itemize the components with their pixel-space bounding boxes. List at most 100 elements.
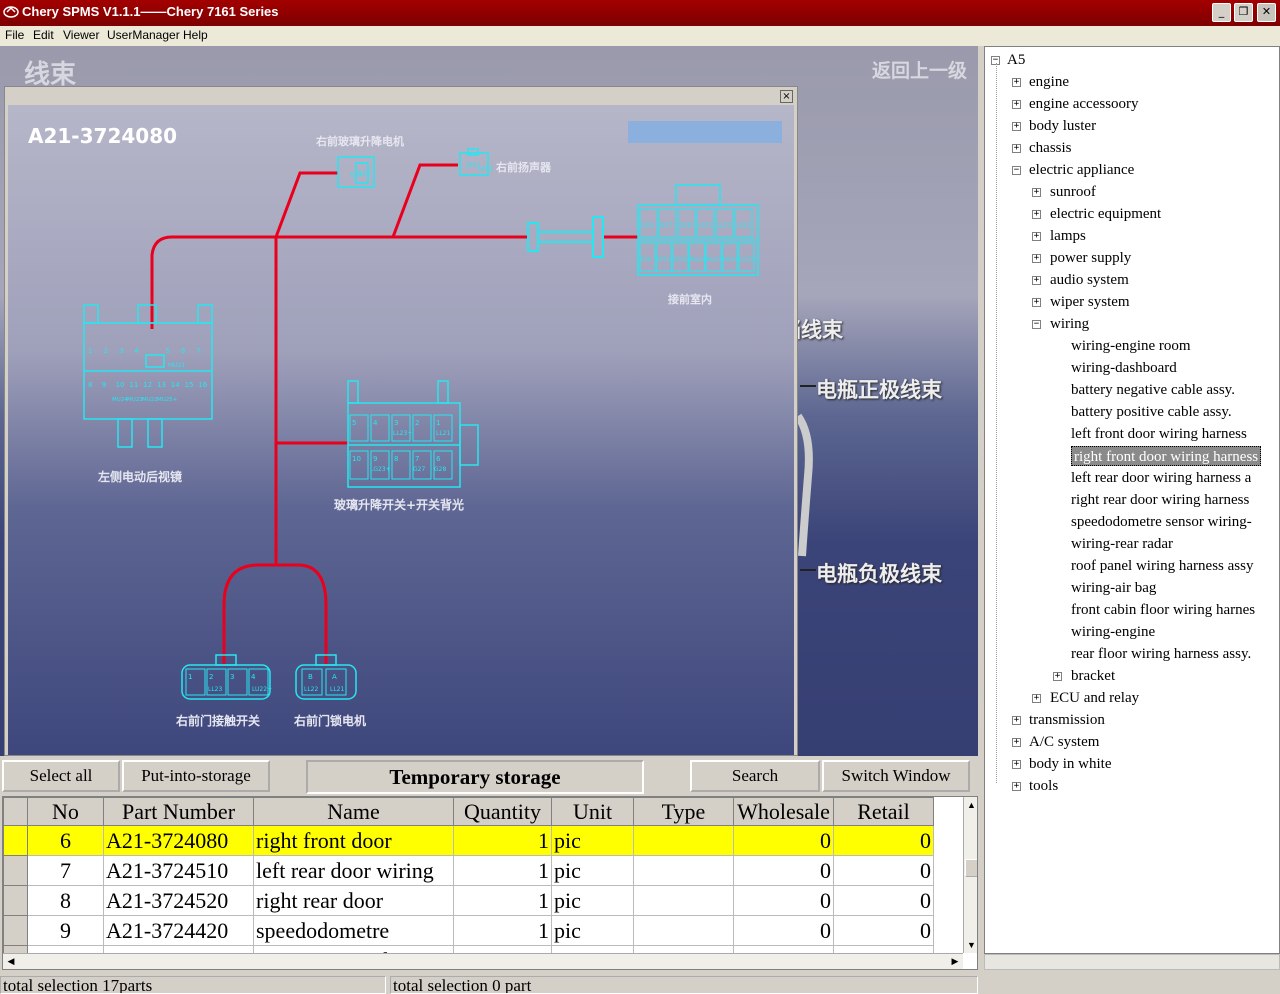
column-header-no[interactable]: No [27,797,104,826]
cell-no[interactable]: 9 [27,915,104,946]
tree-node-audio-system[interactable]: audio system [1050,272,1129,288]
column-header-quantity[interactable]: Quantity [453,797,552,826]
row-header-cell[interactable] [3,855,28,886]
scroll-thumb[interactable] [965,859,977,877]
cell-no[interactable]: 6 [27,825,104,856]
cell-retail[interactable]: 0 [833,855,934,886]
tree-node-wiper-system[interactable]: wiper system [1050,294,1130,310]
title-bar[interactable]: Chery SPMS V1.1.1——Chery 7161 Series _ ❐… [0,0,1280,26]
cell-quantity[interactable]: 1 [453,885,552,916]
column-header-wholesale[interactable]: Wholesale [733,797,834,826]
diagram-window[interactable]: × A21-3724080 [4,86,798,756]
cell-unit[interactable]: pic [551,885,634,916]
cell-part-number[interactable]: A21-3724520 [103,885,254,916]
tree-node-left-rear-door-wiring-harness-a[interactable]: left rear door wiring harness a [1071,470,1252,486]
cell-wholesale[interactable]: 0 [733,915,834,946]
tree-expand-icon[interactable]: + [1012,143,1021,153]
tree-node-body-luster[interactable]: body luster [1029,118,1097,134]
tree-node-wiring-engine[interactable]: wiring-engine [1071,624,1156,640]
tree-expand-icon[interactable]: + [1012,77,1021,87]
popup-close-button[interactable]: × [780,90,793,103]
tree-node-right-front-door-wiring-harness[interactable]: right front door wiring harness [1071,446,1262,466]
scroll-up-arrow-icon[interactable]: ▲ [967,800,976,810]
cell-name[interactable]: right front door [253,825,454,856]
cell-name[interactable]: right rear door [253,885,454,916]
tree-node-a-c-system[interactable]: A/C system [1029,734,1100,750]
put-into-storage-button[interactable]: Put-into-storage [122,760,270,792]
menu-help[interactable]: Help [183,28,208,42]
cell-unit[interactable]: pic [551,825,634,856]
cell-retail[interactable]: 0 [833,825,934,856]
tree-node-tools[interactable]: tools [1029,778,1059,794]
parts-tree[interactable]: −A5+engine+engine accessoory+body luster… [984,46,1280,954]
tree-expand-icon[interactable]: + [1032,693,1041,703]
tree-horizontal-scrollbar[interactable] [984,954,1280,970]
maximize-button[interactable]: ❐ [1234,3,1253,22]
tree-node-left-front-door-wiring-harness[interactable]: left front door wiring harness [1071,426,1247,442]
cell-part-number[interactable]: A21-3724420 [103,915,254,946]
tree-collapse-icon[interactable]: − [991,55,1000,65]
tree-node-bracket[interactable]: bracket [1071,668,1116,684]
tree-node-engine[interactable]: engine [1029,74,1069,90]
tree-node-root[interactable]: A5 [1007,52,1026,68]
tree-node-battery-negative-cable-assy[interactable]: battery negative cable assy. [1071,382,1235,398]
cell-type[interactable] [633,885,734,916]
cell-no[interactable]: 8 [27,885,104,916]
tree-expand-icon[interactable]: + [1032,275,1041,285]
cell-wholesale[interactable]: 0 [733,885,834,916]
minimize-button[interactable]: _ [1212,3,1231,22]
cell-unit[interactable]: pic [551,855,634,886]
tree-collapse-icon[interactable]: − [1012,165,1021,175]
tree-expand-icon[interactable]: + [1012,781,1021,791]
tree-expand-icon[interactable]: + [1032,231,1041,241]
cell-unit[interactable]: pic [551,915,634,946]
menu-file[interactable]: File [5,28,25,42]
tree-node-sunroof[interactable]: sunroof [1050,184,1096,200]
tree-node-ecu-and-relay[interactable]: ECU and relay [1050,690,1140,706]
tree-expand-icon[interactable]: + [1032,187,1041,197]
scroll-left-arrow-icon[interactable]: ◀ [7,956,15,966]
cell-part-number[interactable]: A21-3724080 [103,825,254,856]
tree-collapse-icon[interactable]: − [1032,319,1041,329]
column-header-type[interactable]: Type [633,797,734,826]
cell-part-number[interactable]: A21-3724510 [103,855,254,886]
tree-node-wiring[interactable]: wiring [1050,316,1090,332]
scroll-down-arrow-icon[interactable]: ▼ [967,940,976,950]
tree-node-engine-accessoory[interactable]: engine accessoory [1029,96,1139,112]
cell-retail[interactable]: 0 [833,915,934,946]
column-header-retail[interactable]: Retail [833,797,934,826]
back-link[interactable]: 返回上一级 [872,60,968,82]
tree-node-right-rear-door-wiring-harness[interactable]: right rear door wiring harness [1071,492,1250,508]
battery-positive-label[interactable]: 电瓶正极线束 [816,378,942,402]
row-header-cell[interactable] [3,825,28,856]
scroll-right-arrow-icon[interactable]: ▶ [951,956,959,966]
tree-expand-icon[interactable]: + [1032,253,1041,263]
cell-quantity[interactable]: 1 [453,855,552,886]
cell-type[interactable] [633,855,734,886]
cell-quantity[interactable]: 1 [453,915,552,946]
cell-type[interactable] [633,825,734,856]
tree-expand-icon[interactable]: + [1032,209,1041,219]
column-header-name[interactable]: Name [253,797,454,826]
tree-node-wiring-rear-radar[interactable]: wiring-rear radar [1071,536,1174,552]
cell-name[interactable]: speedodometre [253,915,454,946]
cell-no[interactable]: 7 [27,855,104,886]
tree-node-electric-appliance[interactable]: electric appliance [1029,162,1135,178]
tree-expand-icon[interactable]: + [1032,297,1041,307]
switch-window-button[interactable]: Switch Window [822,760,970,792]
menu-viewer[interactable]: Viewer [63,28,100,42]
tree-expand-icon[interactable]: + [1012,99,1021,109]
tree-node-roof-panel-wiring-harness-assy[interactable]: roof panel wiring harness assy [1071,558,1254,574]
tree-node-power-supply[interactable]: power supply [1050,250,1132,266]
grid-horizontal-scrollbar[interactable]: ◀ ▶ [3,953,963,969]
column-header-unit[interactable]: Unit [551,797,634,826]
tree-expand-icon[interactable]: + [1053,671,1062,681]
close-button[interactable]: ✕ [1257,3,1276,22]
column-header-part-number[interactable]: Part Number [103,797,254,826]
cell-name[interactable]: left rear door wiring [253,855,454,886]
tree-expand-icon[interactable]: + [1012,121,1021,131]
tree-node-speedodometre-sensor-wiring[interactable]: speedodometre sensor wiring- [1071,514,1252,530]
